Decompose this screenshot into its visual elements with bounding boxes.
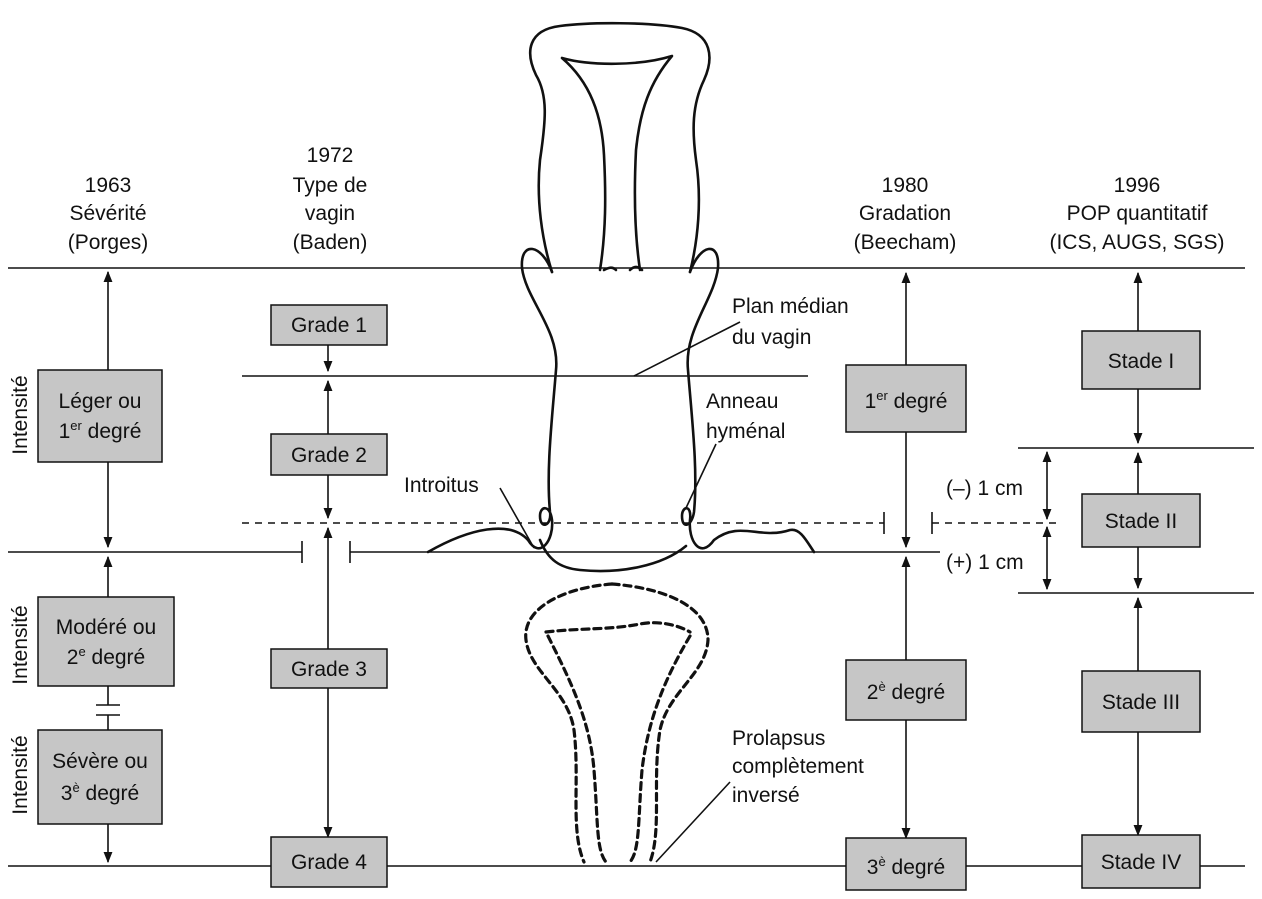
uterine-cavity-left [604,268,616,270]
anneau-label-1: Anneau [706,390,778,413]
prolapsus-label-2: complètement [732,755,864,778]
plan-median-label-1: Plan médian [732,295,849,318]
baden-title-line1: Type de [293,174,368,197]
beecham-column: 1er degré 2è degré 3è degré [846,273,966,890]
intensity-label-3: Intensité [9,735,32,814]
header-baden: 1972 Type de vagin (Baden) [293,144,368,254]
beecham-year: 1980 [882,174,929,197]
prolapsed-outer-left [526,584,612,862]
porges-box-2 [38,597,174,686]
pop-source: (ICS, AUGS, SGS) [1049,231,1224,254]
header-pop: 1996 POP quantitatif (ICS, AUGS, SGS) [1049,174,1224,254]
baden-column: Grade 1 Grade 2 Grade 3 Grade 4 [271,305,387,887]
introitus-leader [500,488,534,548]
baden-source: (Baden) [293,231,368,254]
uterus-inner-contour [562,56,672,270]
introitus-fold [540,540,686,571]
header-porges: 1963 Sévérité (Porges) [68,174,149,254]
porges-title: Sévérité [69,202,146,225]
porges-box-1-line1: Léger ou [59,390,142,413]
baden-box-1-label: Grade 1 [291,314,367,337]
intensity-label-1: Intensité [9,375,32,454]
baden-year: 1972 [307,144,354,167]
prolapsus-label-1: Prolapsus [732,727,825,750]
porges-column: Léger ou 1er degré Modéré ou 2e degré Sé… [9,272,174,862]
beecham-title: Gradation [859,202,951,225]
uterus-prolapsed-drawing [526,584,708,862]
anneau-leader [686,444,716,508]
porges-year: 1963 [85,174,132,197]
baden-box-4-label: Grade 4 [291,851,367,874]
pop-box-1-label: Stade I [1108,350,1175,373]
baden-box-3-label: Grade 3 [291,658,367,681]
pop-box-3-label: Stade III [1102,691,1180,714]
beecham-source: (Beecham) [854,231,957,254]
vaginal-wall-left [428,249,556,552]
baden-box-2-label: Grade 2 [291,444,367,467]
pop-year: 1996 [1114,174,1161,197]
introitus-label: Introitus [404,474,479,497]
header-beecham: 1980 Gradation (Beecham) [854,174,957,254]
pop-title: POP quantitatif [1067,202,1208,225]
porges-box-3 [38,730,162,824]
prolapsed-inner [546,623,690,862]
prolapsus-leader [656,782,730,862]
minus-1cm-label: (–) 1 cm [946,477,1023,500]
porges-source: (Porges) [68,231,149,254]
plan-median-label-2: du vagin [732,326,811,349]
uterus-outer-contour [530,23,709,272]
intensity-label-2: Intensité [9,605,32,684]
anneau-label-2: hyménal [706,420,785,443]
pop-column: Stade I Stade II Stade III Stade IV [1082,273,1200,888]
porges-box-1 [38,370,162,462]
porges-box-2-line1: Modéré ou [56,616,156,639]
pop-box-4-label: Stade IV [1101,851,1182,874]
pop-box-2-label: Stade II [1105,510,1177,533]
baden-title-line2: vagin [305,202,355,225]
porges-box-3-line1: Sévère ou [52,750,148,773]
prolapsus-label-3: inversé [732,784,800,807]
plus-1cm-label: (+) 1 cm [946,551,1024,574]
